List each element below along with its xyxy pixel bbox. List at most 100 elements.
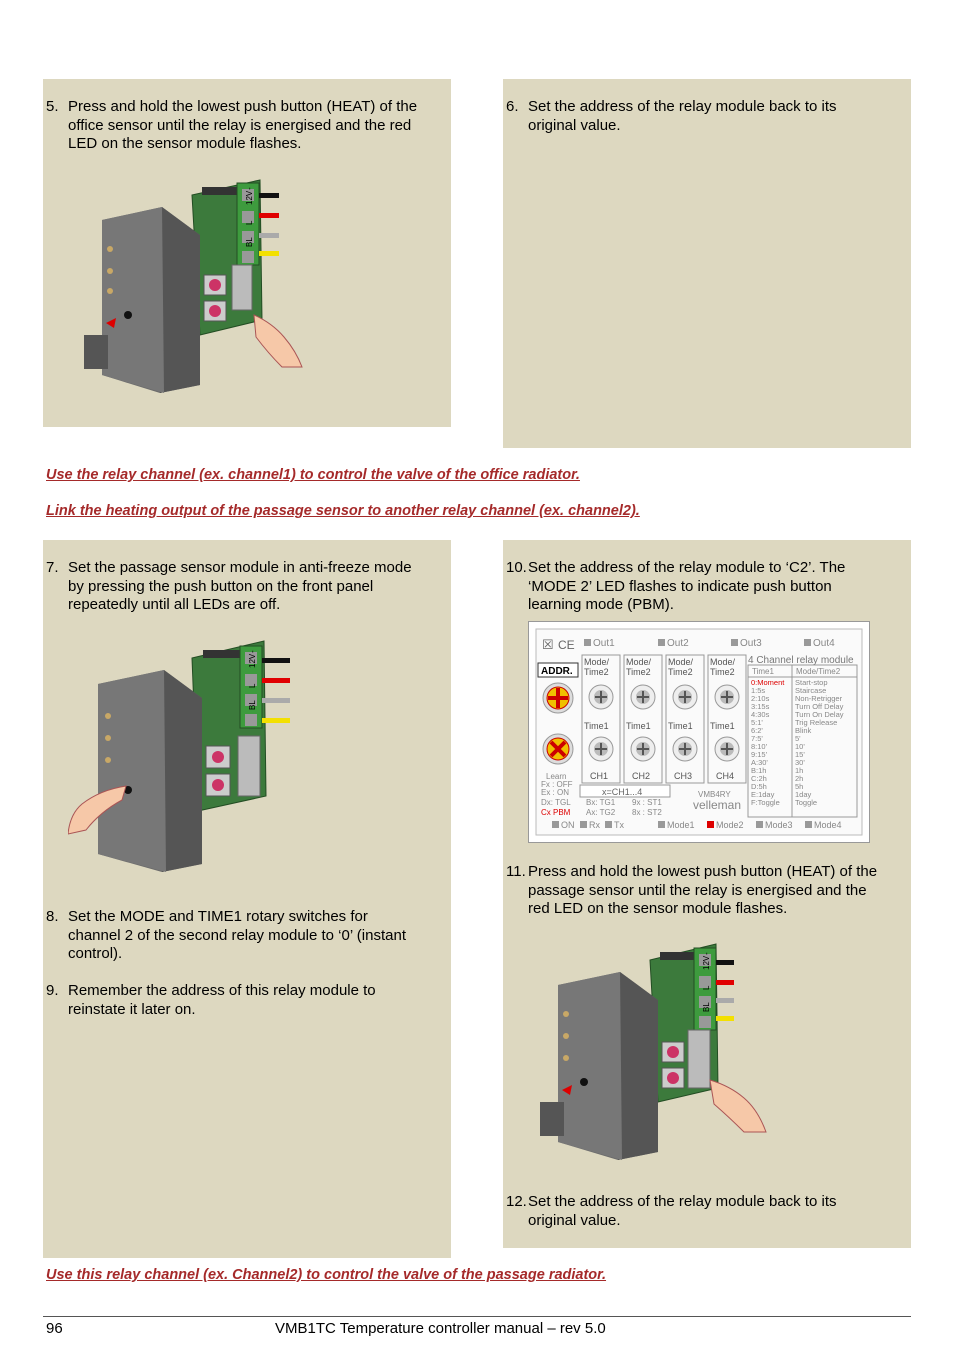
out1-label: Out1 bbox=[593, 638, 615, 649]
step-text: Set the address of the relay module to ‘… bbox=[528, 559, 846, 613]
terminal-label-bl: BL bbox=[702, 1002, 711, 1012]
footer-divider bbox=[43, 1316, 911, 1317]
note-office-radiator: Use the relay channel (ex. channel1) to … bbox=[46, 467, 580, 483]
weee-icon: ☒ bbox=[542, 637, 554, 652]
svg-text:Time2: Time2 bbox=[626, 667, 651, 677]
svg-text:Blink: Blink bbox=[795, 726, 812, 735]
terminal-label-l: L bbox=[248, 683, 257, 688]
time1-column-header: Time1 bbox=[752, 667, 774, 676]
svg-text:Time1: Time1 bbox=[668, 721, 693, 731]
svg-text:5h: 5h bbox=[795, 782, 803, 791]
terminal-label-l: L bbox=[702, 985, 711, 990]
page-number: 96 bbox=[46, 1320, 63, 1337]
out-leds: Out1 Out2 Out3 Out4 bbox=[584, 638, 835, 649]
step-text: Press and hold the lowest push button (H… bbox=[68, 98, 418, 152]
svg-text:15': 15' bbox=[795, 750, 805, 759]
svg-text:E:1day: E:1day bbox=[751, 790, 775, 799]
module-title: 4 Channel relay module bbox=[748, 655, 854, 666]
svg-text:Time2: Time2 bbox=[710, 667, 735, 677]
svg-text:1day: 1day bbox=[795, 790, 812, 799]
terminal-label-minus: - bbox=[245, 187, 254, 190]
brand-label: velleman bbox=[693, 798, 741, 812]
terminal-label-minus: - bbox=[702, 952, 711, 955]
svg-text:Time1: Time1 bbox=[710, 721, 735, 731]
address-switch-high bbox=[542, 682, 574, 714]
svg-text:5:1': 5:1' bbox=[751, 718, 763, 727]
sensor-module-illustration-3: 12V L BL - bbox=[540, 943, 767, 1160]
step-number: 12. bbox=[506, 1193, 527, 1210]
ax-label: Ax: TG2 bbox=[586, 808, 616, 817]
out3-label: Out3 bbox=[740, 638, 762, 649]
channel-1-label: CH1 bbox=[590, 771, 608, 781]
terminal-label-l: L bbox=[245, 220, 254, 225]
channel-4-label: CH4 bbox=[716, 771, 734, 781]
svg-text:5': 5' bbox=[795, 734, 801, 743]
document-title: VMB1TC Temperature controller manual – r… bbox=[275, 1320, 606, 1337]
step-text: Remember the address of this relay modul… bbox=[68, 982, 376, 1018]
svg-text:Turn Off Delay: Turn Off Delay bbox=[795, 702, 844, 711]
svg-text:Mode/: Mode/ bbox=[668, 657, 694, 667]
svg-text:Turn On Delay: Turn On Delay bbox=[795, 710, 844, 719]
svg-text:1:5s: 1:5s bbox=[751, 686, 765, 695]
mode-values: Start-stop Staircase Non-Retrigger Turn … bbox=[795, 678, 844, 807]
channel-3: Mode/ Time2 Time1 CH3 bbox=[665, 654, 705, 784]
svg-text:8:10': 8:10' bbox=[751, 742, 768, 751]
svg-text:Mode/: Mode/ bbox=[626, 657, 652, 667]
svg-text:Start-stop: Start-stop bbox=[795, 678, 828, 687]
svg-text:Non-Retrigger: Non-Retrigger bbox=[795, 694, 843, 703]
svg-text:Time1: Time1 bbox=[626, 721, 651, 731]
step-number: 5. bbox=[46, 98, 59, 115]
svg-text:Time2: Time2 bbox=[668, 667, 693, 677]
step-number: 7. bbox=[46, 559, 59, 576]
sensor-module-illustration-1: 12V L BL - bbox=[84, 179, 303, 393]
model-label: VMB4RY bbox=[698, 790, 731, 799]
svg-text:Staircase: Staircase bbox=[795, 686, 826, 695]
ex8-label: 8x : ST2 bbox=[632, 808, 662, 817]
svg-text:Mode/: Mode/ bbox=[584, 657, 610, 667]
fx-label: Fx : OFF bbox=[541, 780, 573, 789]
svg-text:0:Moment: 0:Moment bbox=[751, 678, 785, 687]
note-passage-sensor-link: Link the heating output of the passage s… bbox=[46, 503, 640, 519]
step-text: Set the address of the relay module back… bbox=[528, 1193, 837, 1229]
svg-text:F:Toggle: F:Toggle bbox=[751, 798, 780, 807]
step-text: Press and hold the lowest push button (H… bbox=[528, 863, 878, 917]
terminal-label-12v: 12V bbox=[702, 955, 711, 970]
step-number: 6. bbox=[506, 98, 519, 115]
channel-2-label: CH2 bbox=[632, 771, 650, 781]
svg-text:10': 10' bbox=[795, 742, 805, 751]
step-number: 9. bbox=[46, 982, 59, 999]
led-tx-label: Tx bbox=[614, 820, 624, 830]
time1-values: 0:Moment 1:5s 2:10s 3:15s 4:30s 5:1' 6:2… bbox=[751, 678, 785, 807]
svg-text:Toggle: Toggle bbox=[795, 798, 817, 807]
terminal-label-12v: 12V bbox=[248, 653, 257, 668]
svg-text:A:30': A:30' bbox=[751, 758, 768, 767]
mode-column-header: Mode/Time2 bbox=[796, 667, 841, 676]
svg-text:9:15': 9:15' bbox=[751, 750, 768, 759]
step-text: Set the address of the relay module back… bbox=[528, 98, 837, 134]
sensor-module-illustration-2: 12V L BL - bbox=[68, 640, 290, 872]
out4-label: Out4 bbox=[813, 638, 835, 649]
svg-text:6:2': 6:2' bbox=[751, 726, 763, 735]
step-text: Set the MODE and TIME1 rotary switches f… bbox=[68, 908, 406, 962]
address-switch-low bbox=[542, 733, 574, 765]
step-number: 8. bbox=[46, 908, 59, 925]
terminal-label-minus: - bbox=[248, 650, 257, 653]
xch-label: x=CH1...4 bbox=[602, 787, 642, 797]
step-number: 10. bbox=[506, 559, 527, 576]
svg-text:30': 30' bbox=[795, 758, 805, 767]
svg-text:D:5h: D:5h bbox=[751, 782, 767, 791]
svg-text:3:15s: 3:15s bbox=[751, 702, 770, 711]
svg-text:2:10s: 2:10s bbox=[751, 694, 770, 703]
channel-2: Mode/ Time2 Time1 CH2 bbox=[623, 654, 663, 784]
addr-label: ADDR. bbox=[541, 666, 573, 677]
note-passage-radiator: Use this relay channel (ex. Channel2) to… bbox=[46, 1267, 607, 1283]
cx-label: Cx PBM bbox=[541, 808, 571, 817]
led-rx-label: Rx bbox=[589, 820, 600, 830]
led-mode1-label: Mode1 bbox=[667, 820, 695, 830]
svg-text:Time1: Time1 bbox=[584, 721, 609, 731]
dx-label: Dx: TGL bbox=[541, 798, 571, 807]
svg-text:Trig Release: Trig Release bbox=[795, 718, 837, 727]
channel-4: Mode/ Time2 Time1 CH4 bbox=[707, 654, 747, 784]
svg-text:4:30s: 4:30s bbox=[751, 710, 770, 719]
channel-1: Mode/ Time2 Time1 CH1 bbox=[581, 654, 621, 784]
